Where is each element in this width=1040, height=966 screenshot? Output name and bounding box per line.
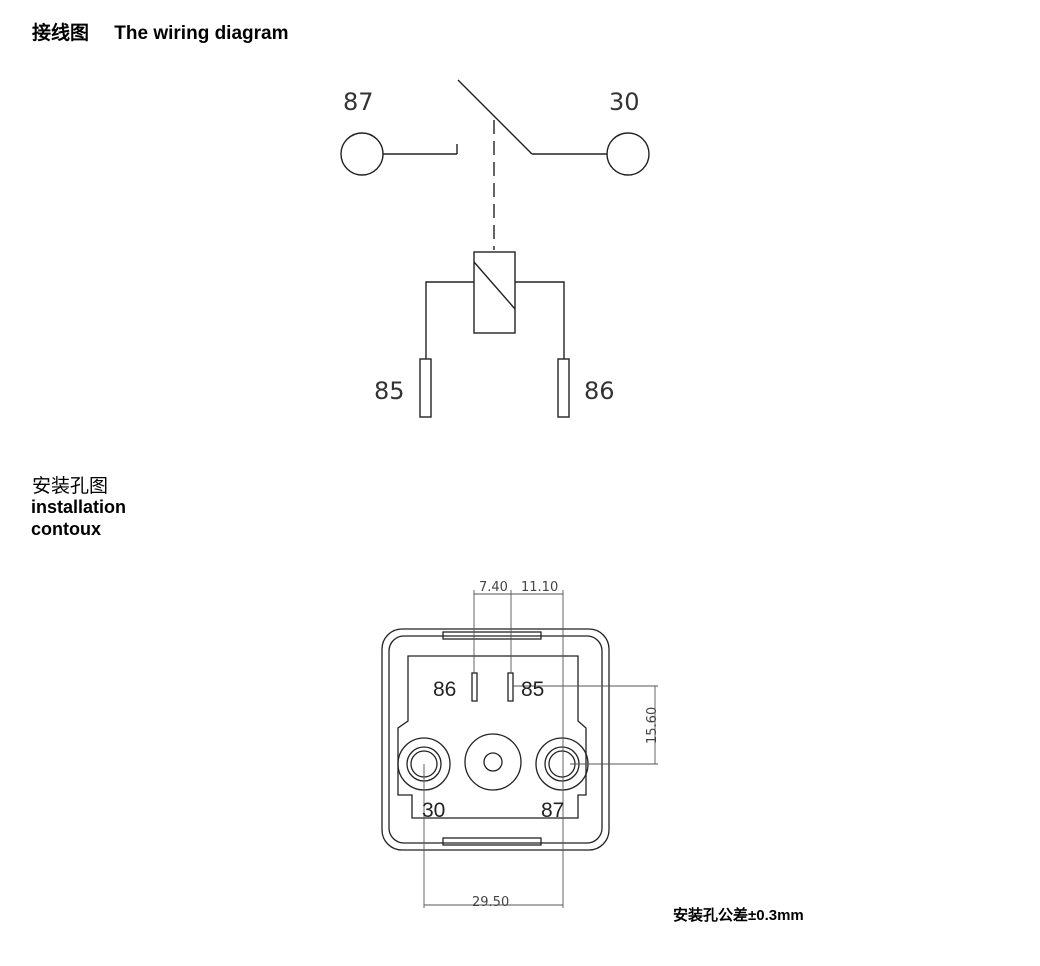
coil-wire-86 [515,281,565,359]
wiring-diagram [340,79,650,418]
bottom-slot [442,837,542,846]
relay-housing [381,628,610,851]
installation-title-line2: contoux [31,519,101,539]
terminal-recess [397,655,587,819]
tolerance-note: 安装孔公差±0.3mm [673,907,804,924]
terminal-86-slot [471,672,478,702]
top-slot [442,631,542,640]
switch-arm [457,79,533,155]
terminal-label-87: 87 [541,799,564,822]
dim-label-29-50: 29.50 [472,895,509,910]
pin-label-30: 30 [609,88,640,116]
pin-label-85: 85 [374,377,405,405]
installation-title-cn: 安装孔图 [32,476,109,497]
dim-label-15-60: 15.60 [645,707,660,744]
dim-label-11-10: 11.10 [521,580,558,595]
terminal-85-slot [507,672,514,702]
terminal-label-86: 86 [433,678,456,701]
center-hole [483,752,503,772]
pin-label-86: 86 [584,377,615,405]
installation-title-line1: installation [31,497,127,517]
terminal-85-blade [419,358,432,418]
terminal-87-circle [340,132,384,176]
housing-inner [388,635,603,844]
terminal-label-30: 30 [422,799,445,822]
terminal-86-blade [557,358,570,418]
dimension-lines [423,590,658,908]
terminal-30-circle [606,132,650,176]
coil-wire-85 [425,281,474,359]
terminal-label-85: 85 [521,678,544,701]
center-outer [464,733,522,791]
installation-title-en: installation contoux [31,496,126,540]
wiring-title-cn: 接线图 [32,23,90,44]
dim-label-7-40: 7.40 [479,580,508,595]
relay-coil [473,251,516,334]
wiring-title-en: The wiring diagram [114,23,289,44]
pin-label-87: 87 [343,88,374,116]
housing-outer [381,628,610,851]
wiring-diagram-title: 接线图 The wiring diagram [32,18,289,45]
relay-coil-diagonal [473,261,516,310]
